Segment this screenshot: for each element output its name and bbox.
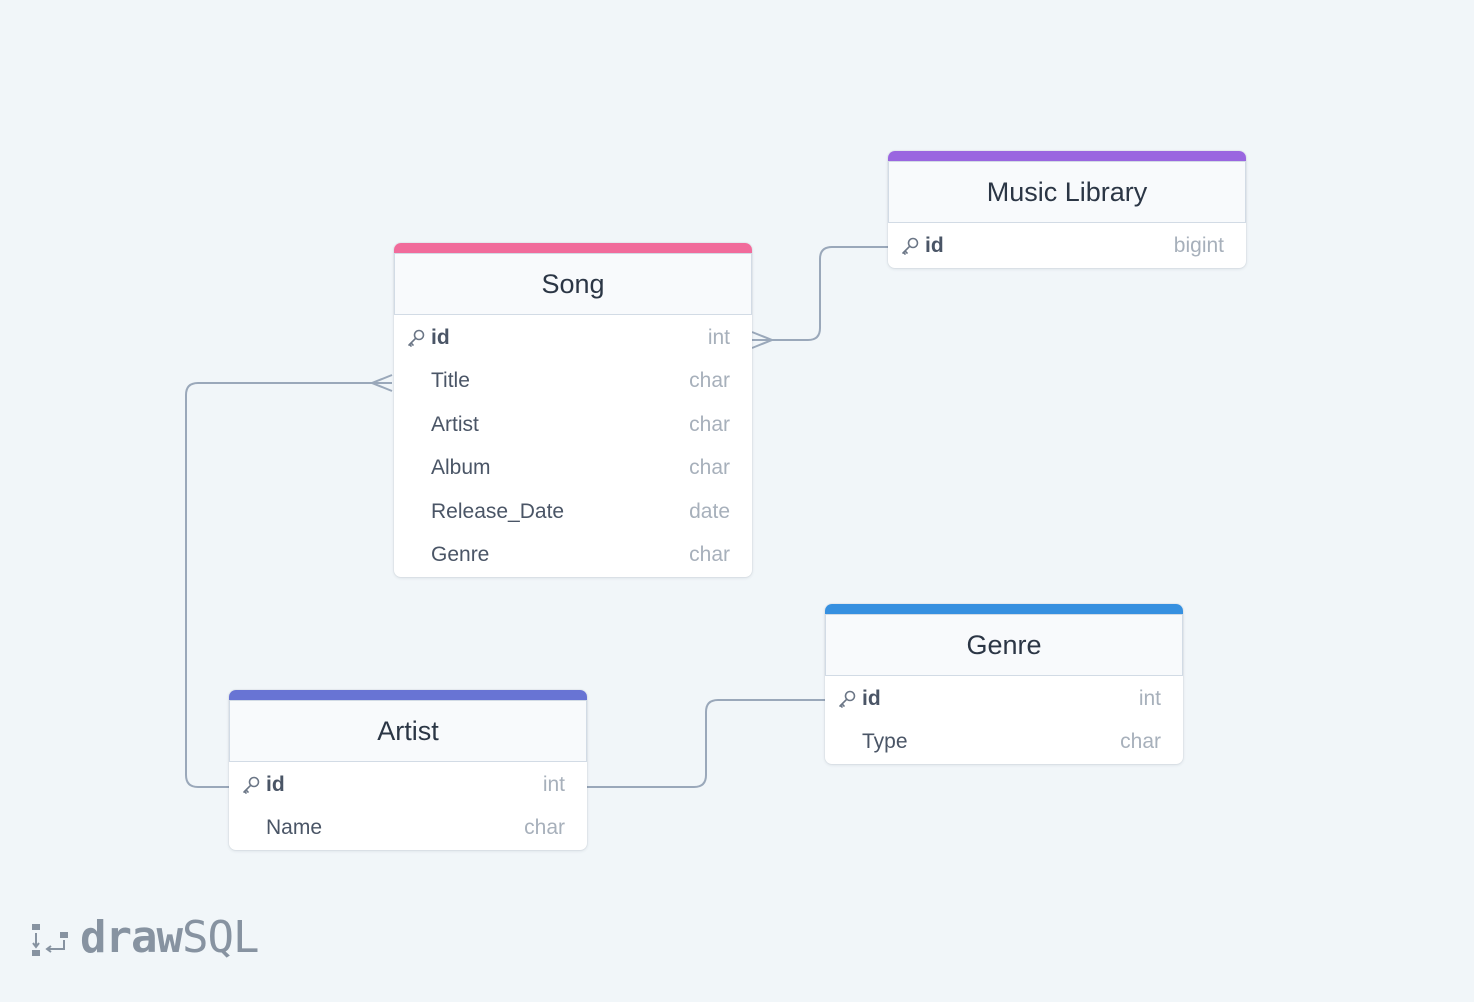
crow-foot-many-icon[interactable] xyxy=(369,374,393,392)
column-name: id xyxy=(266,772,285,796)
column-row-genre[interactable]: Genre char xyxy=(394,534,752,578)
primary-key-icon xyxy=(241,774,266,796)
column-row-id[interactable]: id int xyxy=(825,677,1183,721)
table-color-bar xyxy=(229,690,587,700)
table-color-bar xyxy=(394,243,752,253)
key-slot-empty xyxy=(406,544,431,566)
column-type: int xyxy=(707,325,730,349)
column-row-release-date[interactable]: Release_Date date xyxy=(394,490,752,534)
table-title[interactable]: Song xyxy=(394,253,752,315)
key-slot-empty xyxy=(241,817,266,839)
column-type: char xyxy=(1120,730,1161,754)
column-name: Title xyxy=(431,369,470,393)
table-title[interactable]: Music Library xyxy=(888,161,1246,223)
primary-key-icon xyxy=(900,235,925,257)
column-name: Artist xyxy=(431,412,479,436)
key-slot-empty xyxy=(406,457,431,479)
column-name: Genre xyxy=(431,543,490,567)
key-slot-empty xyxy=(406,501,431,523)
column-type: int xyxy=(1138,686,1161,710)
column-name: Release_Date xyxy=(431,499,565,523)
column-row-id[interactable]: id int xyxy=(394,316,752,360)
primary-key-icon xyxy=(406,327,431,349)
column-row-title[interactable]: Title char xyxy=(394,360,752,404)
column-row-name[interactable]: Name char xyxy=(229,807,587,851)
relationship-line-song-music-library[interactable] xyxy=(752,246,888,341)
column-type: char xyxy=(524,816,565,840)
table-columns: id bigint xyxy=(888,223,1246,268)
column-row-id[interactable]: id int xyxy=(229,763,587,807)
table-color-bar xyxy=(888,151,1246,161)
column-row-artist[interactable]: Artist char xyxy=(394,403,752,447)
relationship-line-song-artist[interactable] xyxy=(185,382,392,788)
column-row-album[interactable]: Album char xyxy=(394,447,752,491)
column-type: bigint xyxy=(1173,233,1224,257)
column-type: char xyxy=(689,412,730,436)
column-type: char xyxy=(689,456,730,480)
column-name: id xyxy=(862,686,881,710)
drawsql-logo-icon xyxy=(30,916,72,960)
logo-text-sql: SQL xyxy=(181,912,259,963)
key-slot-empty xyxy=(406,370,431,392)
column-type: char xyxy=(689,543,730,567)
column-name: Album xyxy=(431,456,491,480)
column-type: char xyxy=(689,369,730,393)
column-type: date xyxy=(689,499,730,523)
key-slot-empty xyxy=(837,731,862,753)
column-name: id xyxy=(925,233,944,257)
column-row-type[interactable]: Type char xyxy=(825,721,1183,765)
crow-foot-many-icon[interactable] xyxy=(751,331,775,349)
column-name: Name xyxy=(266,816,323,840)
key-slot-empty xyxy=(406,414,431,436)
column-row-id[interactable]: id bigint xyxy=(888,224,1246,268)
column-name: id xyxy=(431,325,450,349)
relationship-line-artist-genre[interactable] xyxy=(587,699,825,788)
table-title[interactable]: Artist xyxy=(229,700,587,762)
column-type: int xyxy=(542,772,565,796)
logo-text-draw: draw xyxy=(80,912,183,963)
column-name: Type xyxy=(862,730,908,754)
table-title[interactable]: Genre xyxy=(825,614,1183,676)
primary-key-icon xyxy=(837,688,862,710)
table-music-library[interactable]: Music Library id bigint xyxy=(888,151,1246,268)
table-color-bar xyxy=(825,604,1183,614)
